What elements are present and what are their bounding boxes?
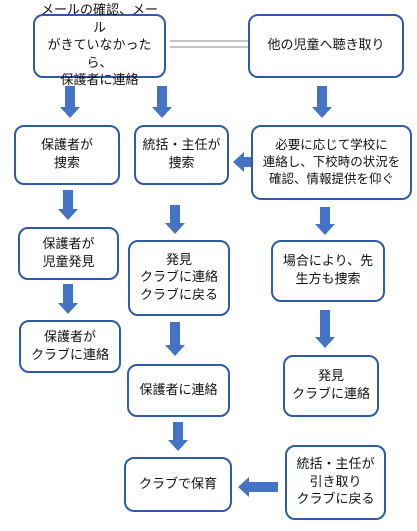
flow-arrow bbox=[152, 86, 172, 118]
flow-arrow bbox=[58, 190, 78, 220]
box-parent-contact-club: 保護者が クラブに連絡 bbox=[19, 320, 121, 373]
flow-arrow bbox=[58, 284, 78, 314]
box-care-at-club: クラブで保育 bbox=[124, 457, 232, 512]
flow-arrow bbox=[315, 207, 335, 235]
box-ask-children: 他の児童へ聴き取り bbox=[248, 14, 404, 78]
flow-arrow bbox=[165, 205, 185, 234]
flow-arrow bbox=[168, 422, 188, 451]
flow-arrow bbox=[238, 477, 278, 497]
box-parent-search: 保護者が 捜索 bbox=[14, 125, 120, 185]
box-supervisor-return: 統括・主任が 引き取り クラブに戻る bbox=[285, 445, 386, 520]
flow-arrow bbox=[315, 310, 335, 348]
box-found-contact-club-2: 発見 クラブに連絡 bbox=[283, 355, 379, 417]
flow-arrow bbox=[312, 86, 332, 118]
box-teachers-search: 場合により、先 生方も捜索 bbox=[271, 240, 385, 302]
box-parent-found: 保護者が 児童発見 bbox=[18, 227, 119, 280]
box-contact-parent: 保護者に連絡 bbox=[127, 364, 230, 417]
box-check-email: メールの確認、メール がきていなかったら、 保護者に連絡 bbox=[33, 3, 166, 88]
box-contact-school: 必要に応じて学校に 連絡し、下校時の状況を 確認、情報提供を仰ぐ bbox=[251, 125, 412, 200]
flow-arrow bbox=[233, 152, 251, 172]
box-found-contact-club: 発見 クラブに連絡 クラブに戻る bbox=[128, 240, 230, 316]
flow-arrow bbox=[165, 322, 185, 356]
box-supervisor-search: 統括・主任が 捜索 bbox=[134, 125, 229, 185]
flow-arrow bbox=[60, 86, 80, 118]
